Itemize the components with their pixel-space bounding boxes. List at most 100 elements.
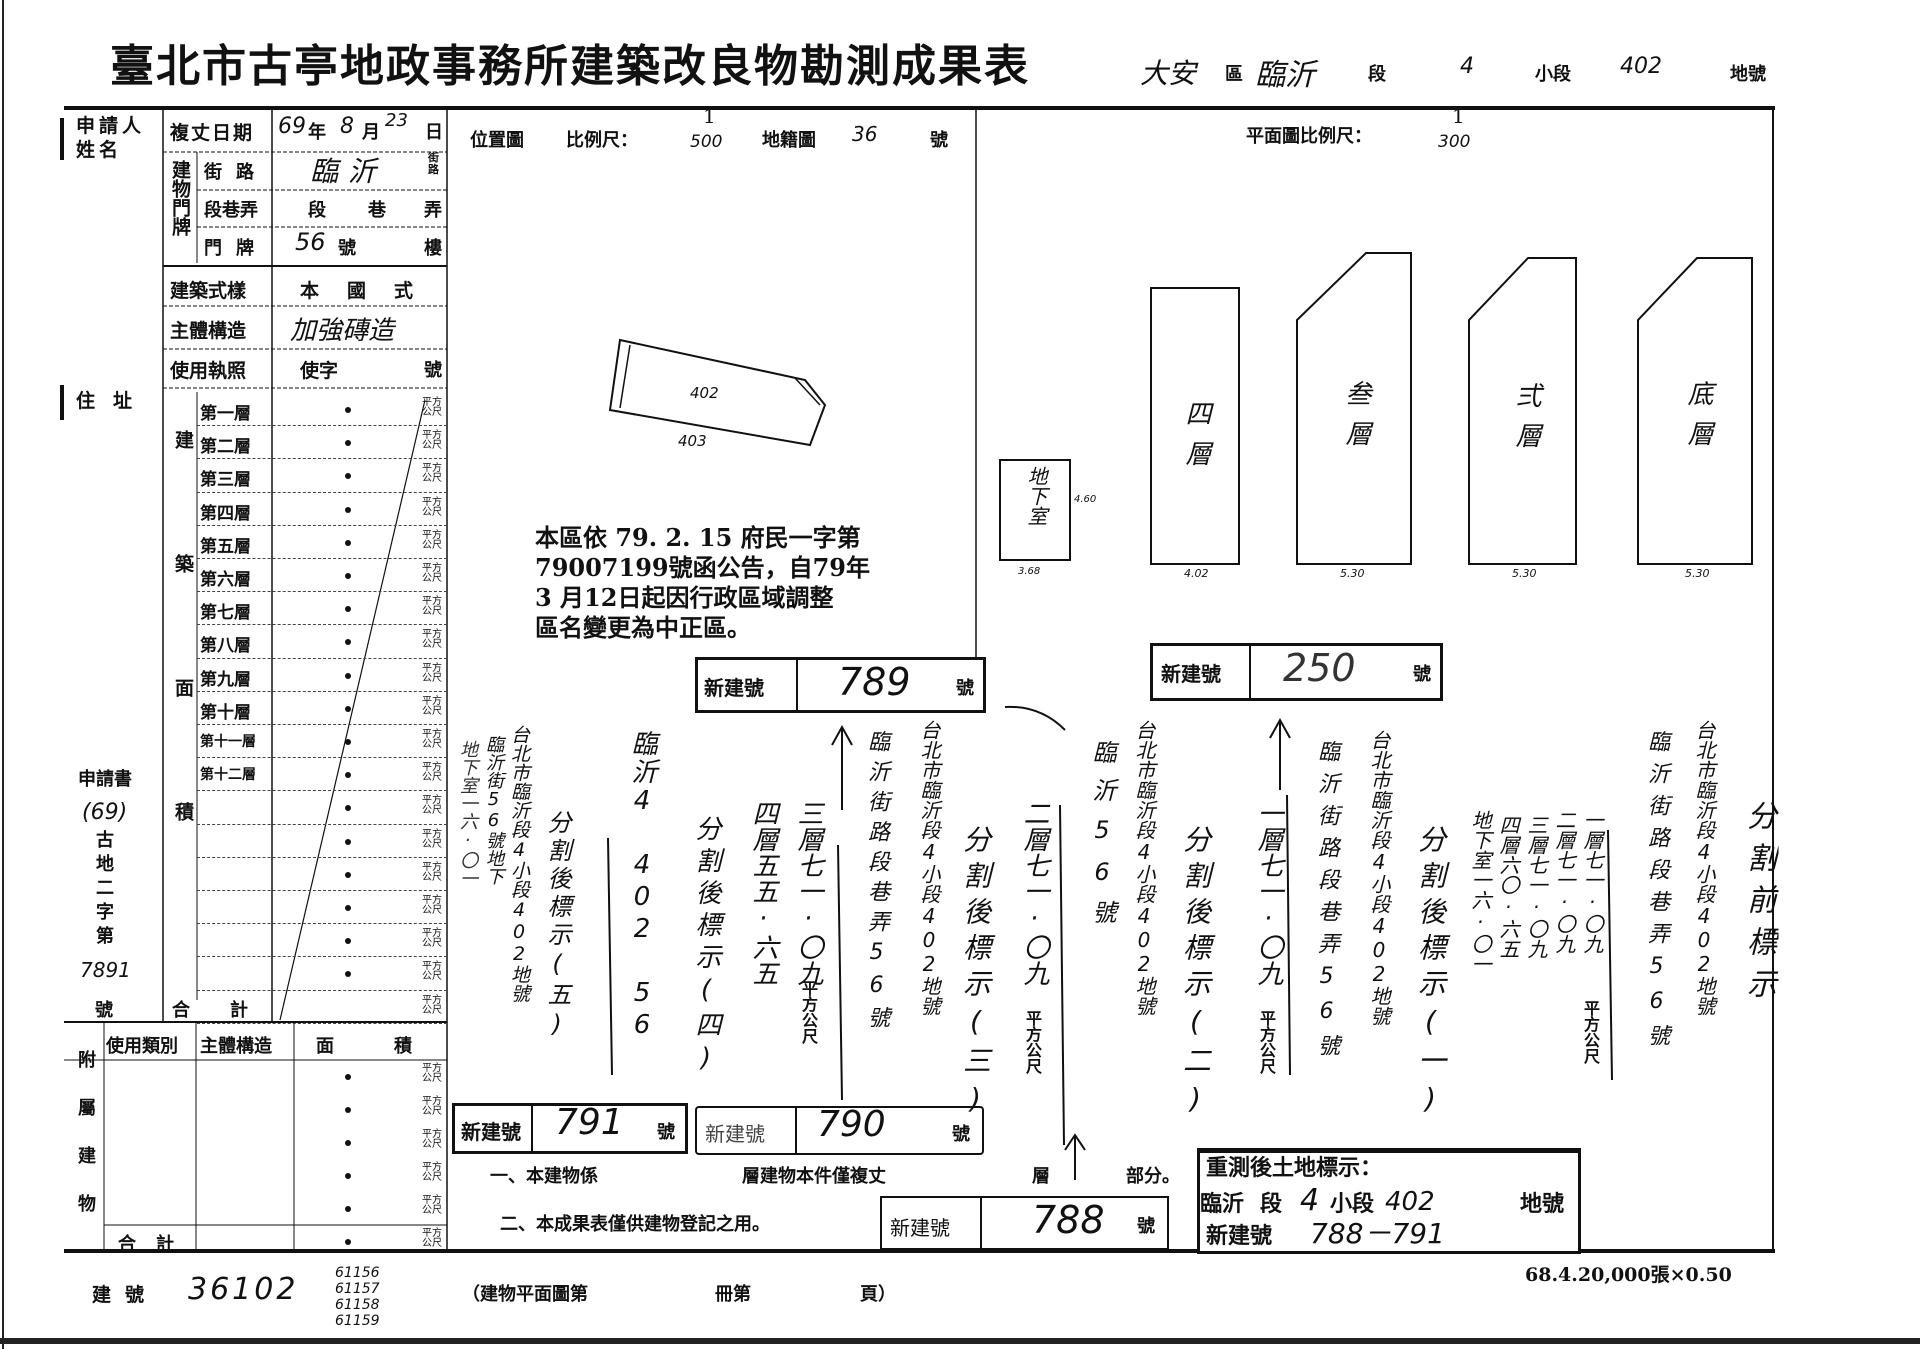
building-area-label: 建築面積 (172, 430, 194, 926)
street-label: 街路 (204, 162, 268, 183)
new-number-value: 791 (555, 1102, 624, 1143)
area-unit: 平方公尺 (422, 629, 442, 651)
new-number-value: 788 (1032, 1198, 1105, 1242)
floor-row-line (197, 790, 447, 792)
after-split-4-street: 臨沂4 402 56 (627, 730, 657, 1042)
floor-row-line (197, 690, 447, 692)
sub-number: 61158 (335, 1297, 380, 1313)
decimal-point (345, 871, 351, 878)
structure-value: 加強磚造 (290, 316, 395, 346)
remark-line1-d: 部分。 (1126, 1166, 1180, 1187)
decimal-point (345, 1074, 351, 1080)
decimal-point (345, 606, 351, 613)
floor-label: 第一層 (200, 404, 251, 424)
floor-label: 第三層 (200, 470, 251, 491)
area-unit: 平方公尺 (422, 596, 442, 618)
lane-unit-section: 段 (308, 200, 326, 221)
after-split-3-address: 台北市臨沂段4小段402地號 (917, 720, 941, 1016)
after-split-1-area: 一層七一·〇九 (1253, 800, 1283, 986)
plan-page: 頁） (860, 1284, 896, 1305)
floor-plan-scale-label: 平面圖比例尺： (1246, 126, 1372, 147)
new-number-label: 新建號 (705, 1122, 765, 1146)
new-number-label: 新建號 (890, 1216, 950, 1240)
number-unit: 號 (338, 238, 356, 259)
decimal-point (345, 573, 351, 579)
area-unit: 平方公尺 (422, 563, 442, 584)
decimal-point (345, 506, 351, 513)
annex-total-label: 合計 (118, 1234, 194, 1255)
after-split-2-area: 二層七一·〇九 (1019, 800, 1049, 986)
floor-plan-scale-denominator: 300 (1438, 132, 1471, 152)
date-year-unit: 年 (308, 122, 326, 143)
after-split-3-area: 三層七一·〇九 (793, 800, 823, 986)
decimal-point (345, 1239, 351, 1245)
date-day-unit: 日 (425, 122, 443, 143)
section-handwritten: 臨沂 (1255, 58, 1315, 93)
district-handwritten: 大安 (1140, 57, 1197, 90)
decimal-point (345, 473, 351, 480)
floor-label: 第六層 (200, 570, 251, 590)
decimal-point (345, 1206, 351, 1212)
before-split-floor-3: 三層七一·〇九 (1524, 815, 1548, 959)
lane-unit-lane: 巷 (368, 200, 386, 221)
floor-row-line (197, 458, 447, 460)
before-split-floor-1: 一層七一·〇九 (1580, 810, 1604, 954)
lane-label: 段巷弄 (204, 200, 258, 221)
resurvey-lot-label: 地號 (1520, 1191, 1565, 1217)
decimal-point (345, 407, 351, 413)
remark-line1-a: 一、本建物係 (490, 1166, 598, 1187)
style-value: 本國式 (300, 280, 442, 302)
decimal-point (345, 805, 351, 812)
floor-label: 第四層 (200, 503, 251, 524)
district-label: 區 (1225, 64, 1243, 85)
subsection-label: 小段 (1535, 64, 1571, 85)
before-split-unit: 平方公尺 (1581, 1000, 1600, 1064)
sub-number: 61156 (335, 1265, 380, 1281)
decimal-point (345, 1173, 351, 1179)
before-split-address: 台北市臨沂段4小段402地號 (1692, 720, 1716, 1016)
street-value: 臨沂 (310, 155, 387, 188)
notice-line: 本區依 79. 2. 15 府民一字第 (535, 523, 861, 552)
annex-col-structure: 主體構造 (200, 1036, 272, 1057)
floor-row-line (197, 624, 447, 626)
permit-label: 使用執照 (170, 360, 247, 382)
decimal-point (345, 1107, 351, 1113)
before-split-title: 分割前標示 (1741, 800, 1776, 1010)
area-unit: 平方公尺 (422, 762, 442, 784)
floor-label: 第二層 (200, 437, 251, 458)
new-number-box-791: 新建號 791 號 (452, 1102, 688, 1154)
area-unit: 平方公尺 (422, 529, 442, 551)
permit-value: 使字 (300, 360, 339, 382)
decimal-point (345, 1140, 351, 1146)
applicant-name-label: 申請人姓名 (76, 115, 146, 161)
decimal-point (345, 838, 351, 845)
application-number: 7891 (80, 958, 131, 982)
after-split-3-street: 臨沂街路段巷弄56號 (864, 730, 889, 1036)
after-split-3-title: 分割後標示(三) (959, 825, 992, 1123)
new-number-value: 250 (1283, 646, 1356, 690)
form-title: 臺北市古亭地政事務所建築改良物勘測成果表 (110, 41, 1030, 92)
remark-line1-b: 層建物本件僅複丈 (742, 1166, 886, 1187)
floor-row-line (197, 956, 447, 958)
floor-row-line (197, 558, 447, 559)
area-unit: 平方公尺 (422, 729, 442, 750)
district-rename-notice: 本區依 79. 2. 15 府民一字第 79007199號函公告，自79年 3 … (535, 523, 870, 643)
cadastral-number: 36 (852, 122, 878, 146)
number-label: 門牌 (204, 238, 268, 259)
new-number-box-250: 新建號 250 號 (1150, 643, 1443, 701)
decimal-point (345, 905, 351, 911)
plan-3f-label: 叁層 (1341, 380, 1371, 460)
section-label: 段 (1368, 64, 1386, 85)
new-number-box-790: 新建號 790 號 (695, 1104, 984, 1155)
floor-row-line (197, 524, 447, 526)
building-number: 36102 (188, 1272, 299, 1307)
floor-row-line (197, 757, 447, 759)
parcel-402-label: 402 (690, 384, 719, 402)
new-number-value: 789 (838, 660, 911, 704)
lane-unit-alley: 弄 (424, 200, 442, 221)
basement-label: 地下室 (1024, 466, 1048, 526)
application-year: (69) (82, 800, 128, 825)
floor-label: 第八層 (200, 636, 251, 657)
new-number-label: 新建號 (704, 676, 764, 700)
after-split-5-note: 地下室一六·〇一 (457, 740, 478, 887)
